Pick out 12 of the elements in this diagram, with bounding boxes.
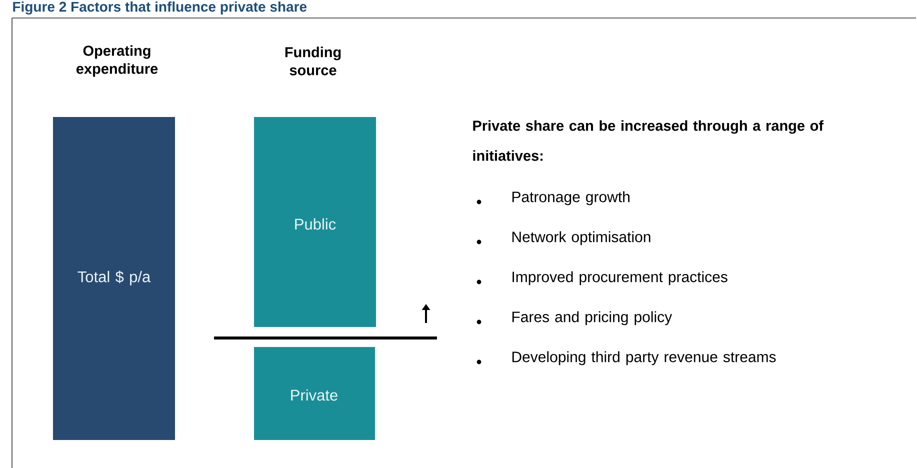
column-heading: Funding source <box>285 46 341 76</box>
bullet-item: Network optimisation <box>512 231 650 246</box>
list-heading: Private share can be increased through a range of initiatives: <box>473 120 824 161</box>
bar-box: Private <box>254 347 375 440</box>
column-heading: Operating expenditure <box>76 45 158 77</box>
bullet-item: Improved procurement practices <box>512 271 728 286</box>
bar-box: Operating expenditure Total $ p/a <box>53 45 175 440</box>
bar-box: Funding source Public <box>254 46 376 327</box>
bullet-item: Fares and pricing policy <box>512 311 672 326</box>
bullet-item: Developing third party revenue streams <box>512 351 776 366</box>
bullet-item: Patronage growth <box>512 191 630 206</box>
figure-title: Figure 2 Factors that influence private share <box>13 1 307 15</box>
